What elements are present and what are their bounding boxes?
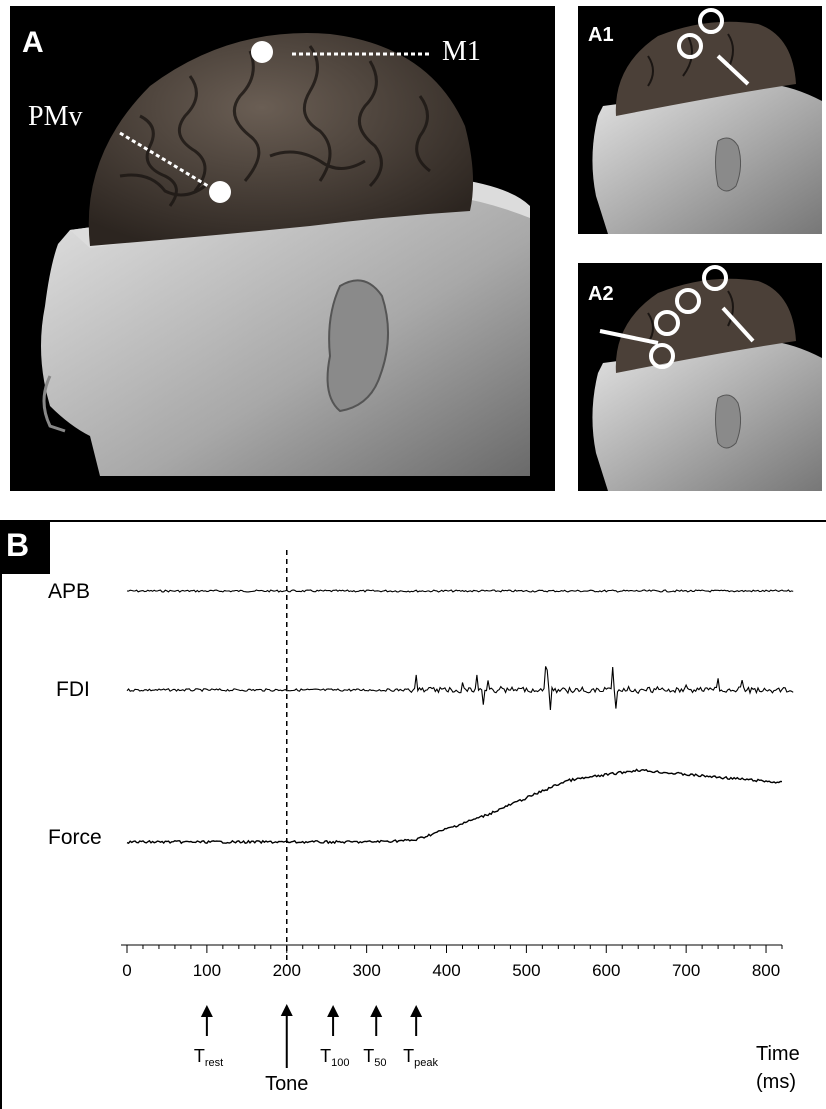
marker-label-4: Tpeak bbox=[403, 1046, 438, 1069]
marker-label-0: Trest bbox=[194, 1046, 223, 1069]
marker-arrowhead-0 bbox=[201, 1005, 213, 1017]
x-axis-title-time: Time bbox=[756, 1043, 800, 1065]
panel-a-label: A bbox=[22, 26, 44, 60]
marker-arrowhead-4 bbox=[410, 1005, 422, 1017]
x-tick-label: 200 bbox=[273, 961, 301, 980]
x-tick-label: 600 bbox=[592, 961, 620, 980]
trace-label-fdi: FDI bbox=[56, 678, 90, 702]
head-brain-small-1 bbox=[578, 6, 822, 234]
x-axis-title-unit: (ms) bbox=[756, 1071, 796, 1093]
pmv-marker bbox=[209, 181, 231, 203]
head-brain-illustration bbox=[10, 6, 555, 491]
m1-label: M1 bbox=[442, 36, 481, 68]
x-tick-label: 0 bbox=[122, 961, 131, 980]
marker-label-1: Tone bbox=[265, 1073, 308, 1095]
x-tick-label: 400 bbox=[432, 961, 460, 980]
trace-label-apb: APB bbox=[48, 580, 90, 604]
marker-label-2: T100 bbox=[320, 1046, 349, 1069]
force-trace bbox=[127, 769, 782, 843]
marker-label-3: T50 bbox=[363, 1046, 386, 1069]
x-tick-label: 300 bbox=[352, 961, 380, 980]
brain bbox=[89, 33, 473, 246]
trace-label-force: Force bbox=[48, 826, 102, 850]
fdi-trace bbox=[127, 666, 793, 710]
m1-marker bbox=[251, 41, 273, 63]
panel-a1-label: A1 bbox=[588, 24, 614, 47]
marker-arrowhead-3 bbox=[370, 1005, 382, 1017]
marker-arrowhead-1 bbox=[281, 1004, 293, 1016]
x-tick-label: 500 bbox=[512, 961, 540, 980]
apb-trace bbox=[127, 590, 793, 592]
x-tick-label: 100 bbox=[193, 961, 221, 980]
panel-a2-coil-pmv: A2 bbox=[578, 263, 822, 491]
pmv-label: PMv bbox=[28, 101, 82, 133]
panel-a2-label: A2 bbox=[588, 283, 614, 306]
x-tick-label: 800 bbox=[752, 961, 780, 980]
head-brain-small-2 bbox=[578, 263, 822, 491]
panel-a1-coil-m1: A1 bbox=[578, 6, 822, 234]
x-tick-label: 700 bbox=[672, 961, 700, 980]
marker-arrowhead-2 bbox=[327, 1005, 339, 1017]
panel-a-brain-figure: A M1 PMv bbox=[10, 6, 555, 491]
